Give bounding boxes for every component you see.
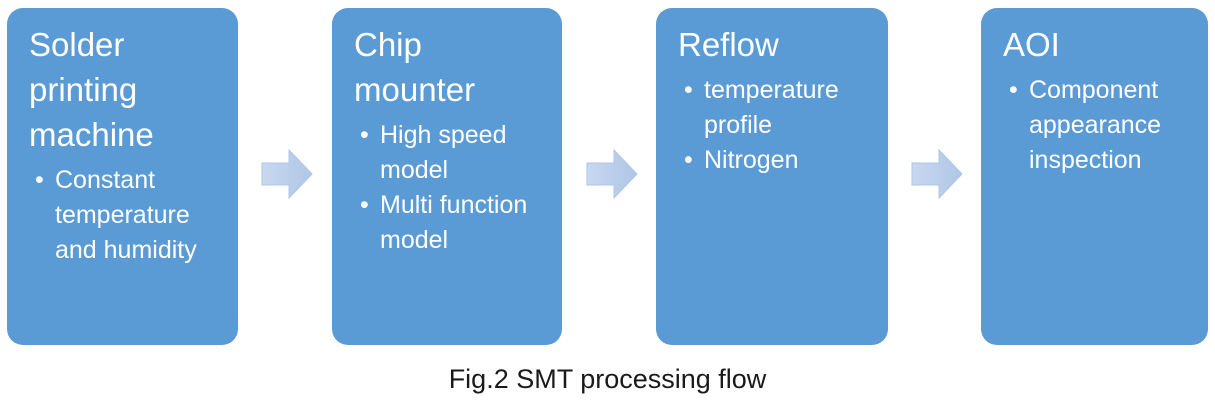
list-item: • Constant temperature and humidity [29,163,226,268]
arrow-solder-to-mounter-icon [261,147,313,201]
bullet-icon: • [684,76,693,104]
list-item: • temperature profile [678,73,876,143]
bullet-text: High speed model [380,121,507,184]
bullet-icon: • [1009,76,1018,104]
stage-title: Solder printing machine [29,26,154,153]
bullet-text: Multi function model [380,191,528,254]
stage-bullet-list: • High speed model • Multi function model [346,118,550,258]
process-stage-reflow: Reflow • temperature profile • Nitrogen [656,8,888,345]
process-stage-aoi: AOI • Component appearance inspection [981,8,1208,345]
list-item: • Nitrogen [678,143,876,178]
list-item: • Multi function model [354,188,550,258]
bullet-text: Nitrogen [704,146,799,174]
process-stage-chip-mounter: Chip mounter • High speed model • Multi fu… [332,8,562,345]
list-item: • Component appearance inspection [1003,73,1196,178]
figure-caption: Fig.2 SMT processing flow [448,364,767,394]
stage-bullet-list: • Constant temperature and humidity [21,163,226,268]
stage-title: Reflow [678,26,779,63]
bullet-icon: • [35,166,44,194]
bullet-text: Constant temperature and humidity [55,166,197,264]
arrow-reflow-to-aoi-icon [911,147,963,201]
stage-bullet-list: • temperature profile • Nitrogen [670,73,876,178]
bullet-text: Component appearance inspection [1029,76,1162,174]
stage-bullet-list: • Component appearance inspection [995,73,1196,178]
bullet-icon: • [360,191,369,219]
stage-title: AOI [1003,26,1060,63]
stage-title: Chip mounter [354,26,476,108]
arrow-mounter-to-reflow-icon [586,147,638,201]
bullet-icon: • [684,146,693,174]
bullet-icon: • [360,121,369,149]
list-item: • High speed model [354,118,550,188]
process-stage-solder-printing-machine: Solder printing machine • Constant temper… [7,8,238,345]
bullet-text: temperature profile [704,76,839,139]
